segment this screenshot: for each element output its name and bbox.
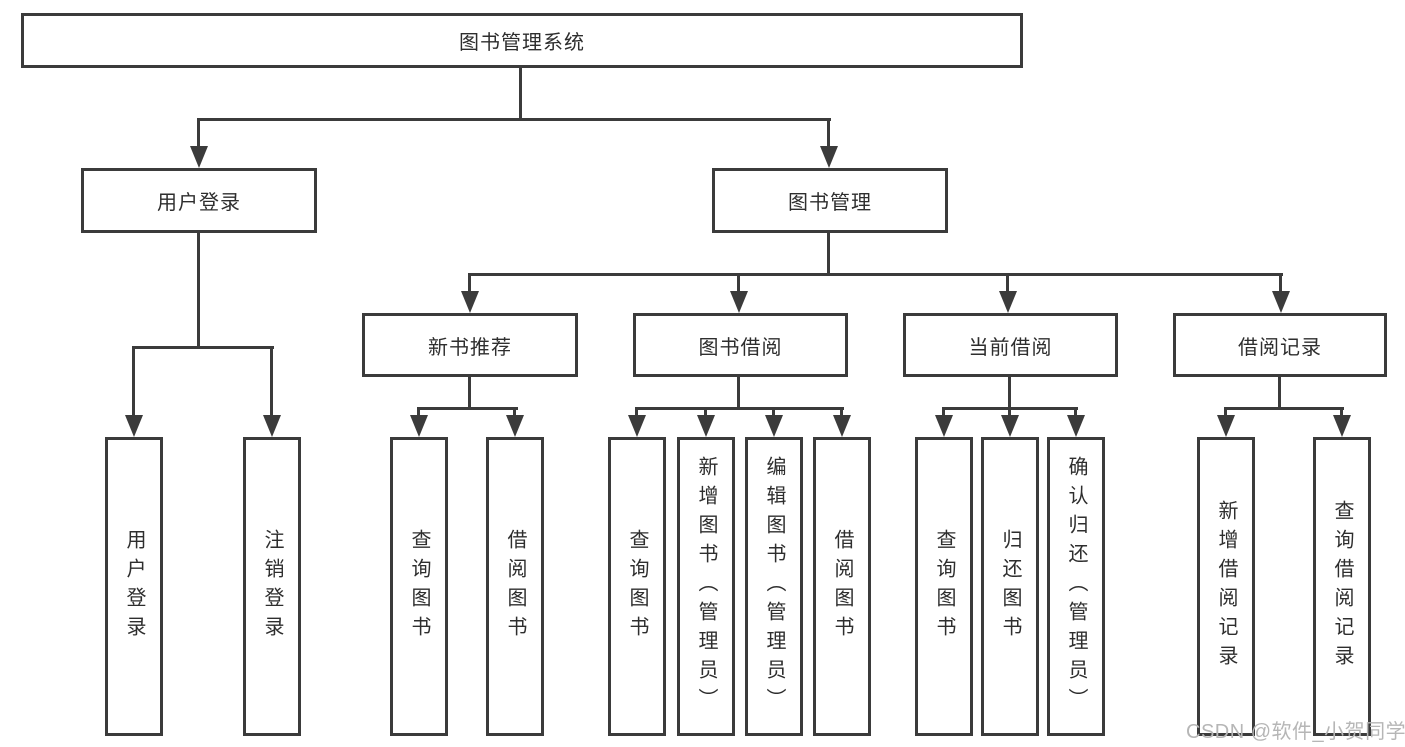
connector-level2-branch xyxy=(197,118,831,121)
arrowhead xyxy=(765,415,783,437)
node-label: 用户登录 xyxy=(123,528,145,645)
connector-current-trunk xyxy=(1008,377,1011,410)
arrowhead xyxy=(1067,415,1085,437)
connector-newbook-trunk xyxy=(468,377,471,410)
leaf-user-login: 用户登录 xyxy=(105,437,163,736)
arrowhead xyxy=(263,415,281,437)
connector-arrow-shaft xyxy=(1340,407,1343,417)
arrowhead xyxy=(1001,415,1019,437)
connector-level3-branch xyxy=(468,273,1283,276)
arrowhead xyxy=(410,415,428,437)
node-label: 当前借阅 xyxy=(968,336,1053,359)
node-system-root: 图书管理系统 xyxy=(21,13,1023,68)
node-label: 注销登录 xyxy=(261,528,283,645)
connector-arrow-shaft xyxy=(1006,273,1009,293)
node-label: 图书借阅 xyxy=(698,336,783,359)
arrowhead xyxy=(697,415,715,437)
connector-user-trunk xyxy=(197,233,200,349)
node-borrow-records: 借阅记录 xyxy=(1173,313,1387,377)
connector-arrow-shaft xyxy=(197,118,200,148)
node-label: 查询图书 xyxy=(626,528,648,645)
connector-arrow-shaft xyxy=(270,346,273,417)
node-label: 归还图书 xyxy=(999,528,1021,645)
leaf-edit-books-admin: 编辑图书（管理员） xyxy=(745,437,803,736)
connector-root-trunk xyxy=(519,68,522,121)
node-label: 用户登录 xyxy=(157,192,241,214)
arrowhead xyxy=(461,291,479,313)
node-label: 查询图书 xyxy=(933,528,955,645)
watermark-csdn: CSDN @软件_小贺同学 xyxy=(1186,721,1405,743)
connector-arrow-shaft xyxy=(1008,407,1011,417)
leaf-query-borrow-record: 查询借阅记录 xyxy=(1313,437,1371,736)
connector-mgmt-trunk xyxy=(827,233,830,276)
node-current-borrow: 当前借阅 xyxy=(903,313,1118,377)
connector-arrow-shaft xyxy=(1279,273,1282,293)
node-user-login: 用户登录 xyxy=(81,168,317,233)
node-label: 借阅图书 xyxy=(831,528,853,645)
arrowhead xyxy=(1333,415,1351,437)
connector-records-branch xyxy=(1224,407,1344,410)
node-label: 编辑图书（管理员） xyxy=(763,456,785,717)
arrowhead xyxy=(820,146,838,168)
leaf-add-books-admin: 新增图书（管理员） xyxy=(677,437,735,736)
node-label: 新增借阅记录 xyxy=(1215,499,1237,674)
node-book-management: 图书管理 xyxy=(712,168,948,233)
node-label: 图书管理 xyxy=(788,192,872,214)
connector-arrow-shaft xyxy=(513,407,516,417)
leaf-logout: 注销登录 xyxy=(243,437,301,736)
connector-arrow-shaft xyxy=(772,407,775,417)
connector-records-trunk xyxy=(1278,377,1281,410)
node-label: 借阅记录 xyxy=(1238,336,1322,359)
node-label: 图书管理系统 xyxy=(459,32,585,54)
leaf-recommend-borrow-books: 借阅图书 xyxy=(486,437,544,736)
arrowhead xyxy=(190,146,208,168)
connector-newbook-branch xyxy=(417,407,518,410)
leaf-confirm-return-admin: 确认归还（管理员） xyxy=(1047,437,1105,736)
arrowhead xyxy=(935,415,953,437)
arrowhead xyxy=(730,291,748,313)
connector-borrow-branch xyxy=(635,407,844,410)
arrowhead xyxy=(999,291,1017,313)
connector-arrow-shaft xyxy=(1074,407,1077,417)
connector-arrow-shaft xyxy=(704,407,707,417)
connector-borrow-trunk xyxy=(737,377,740,410)
connector-arrow-shaft xyxy=(942,407,945,417)
node-new-book-recommend: 新书推荐 xyxy=(362,313,578,377)
arrowhead xyxy=(1217,415,1235,437)
node-label: 新增图书（管理员） xyxy=(695,456,717,717)
arrowhead xyxy=(506,415,524,437)
connector-arrow-shaft xyxy=(468,273,471,293)
node-label: 借阅图书 xyxy=(504,528,526,645)
connector-arrow-shaft xyxy=(132,346,135,417)
leaf-borrow-books: 借阅图书 xyxy=(813,437,871,736)
leaf-recommend-query-books: 查询图书 xyxy=(390,437,448,736)
node-label: 查询图书 xyxy=(408,528,430,645)
node-label: 确认归还（管理员） xyxy=(1065,456,1087,717)
connector-arrow-shaft xyxy=(1224,407,1227,417)
connector-arrow-shaft xyxy=(737,273,740,293)
connector-arrow-shaft xyxy=(827,118,830,148)
leaf-return-books: 归还图书 xyxy=(981,437,1039,736)
connector-arrow-shaft xyxy=(840,407,843,417)
arrowhead xyxy=(1272,291,1290,313)
connector-user-branch xyxy=(132,346,274,349)
node-book-borrow: 图书借阅 xyxy=(633,313,848,377)
arrowhead xyxy=(125,415,143,437)
arrowhead xyxy=(833,415,851,437)
leaf-current-query-books: 查询图书 xyxy=(915,437,973,736)
connector-arrow-shaft xyxy=(417,407,420,417)
arrowhead xyxy=(628,415,646,437)
connector-arrow-shaft xyxy=(635,407,638,417)
leaf-borrow-query-books: 查询图书 xyxy=(608,437,666,736)
node-label: 查询借阅记录 xyxy=(1331,499,1353,674)
node-label: 新书推荐 xyxy=(428,336,512,359)
leaf-add-borrow-record: 新增借阅记录 xyxy=(1197,437,1255,736)
